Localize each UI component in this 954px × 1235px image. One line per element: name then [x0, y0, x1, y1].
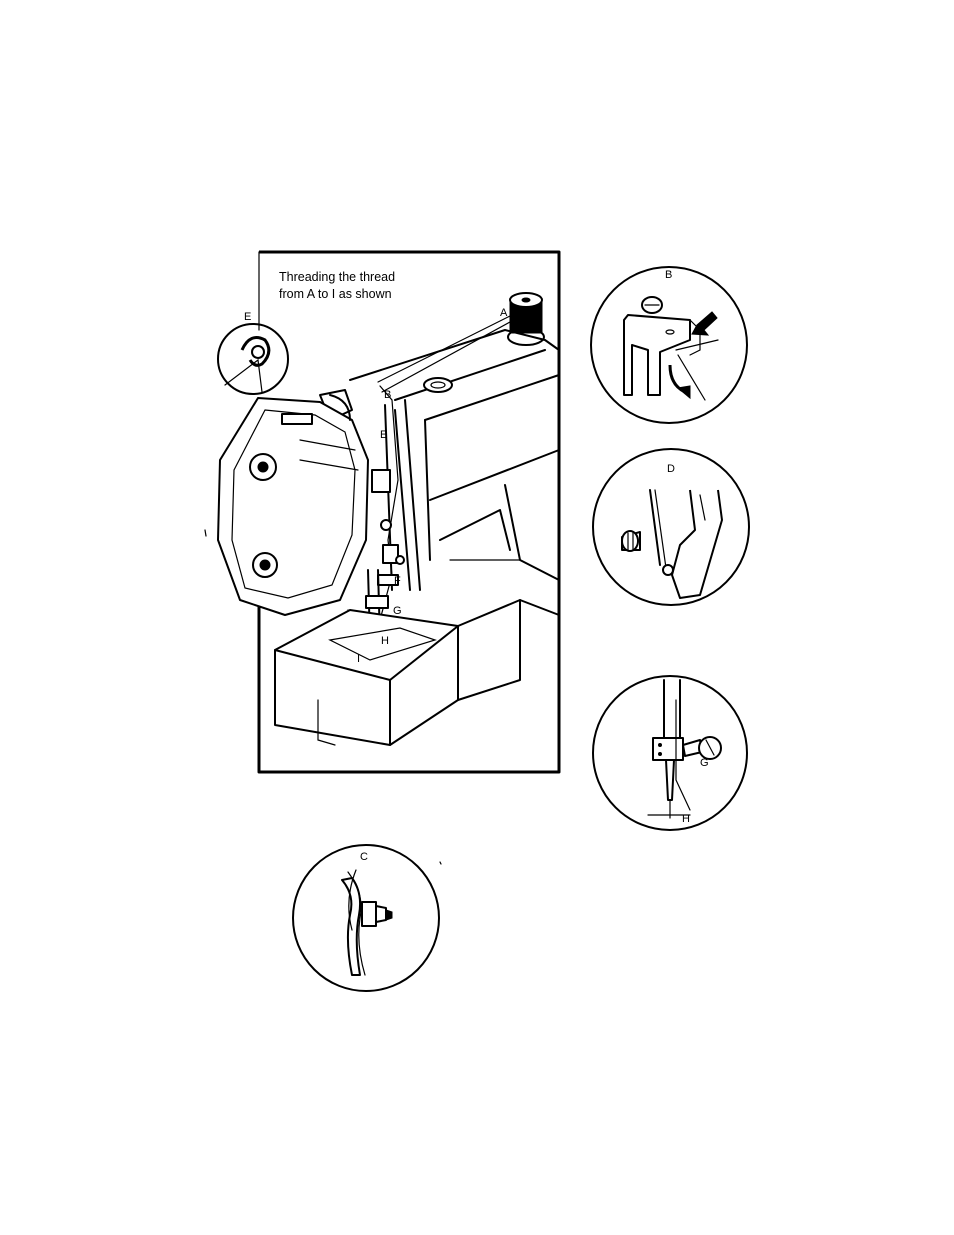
- inset-h-label: H: [682, 813, 690, 825]
- inset-b: B: [591, 267, 747, 423]
- hand-wheel: [218, 390, 368, 615]
- inset-c-label: C: [360, 851, 368, 863]
- label-a: A: [500, 307, 508, 319]
- thread-spool: [508, 293, 544, 345]
- machine-arm: [350, 330, 559, 580]
- label-g: G: [393, 605, 402, 617]
- main-panel: Threading the thread from A to I as show…: [218, 252, 559, 772]
- caption-line-2: from A to I as shown: [279, 287, 392, 301]
- machine-bed: [275, 600, 559, 745]
- label-b: B: [384, 389, 391, 401]
- inset-e: E: [218, 311, 288, 394]
- label-e: E: [380, 429, 387, 441]
- inset-d: D: [593, 449, 749, 605]
- inset-e-label: E: [244, 311, 251, 323]
- label-f: F: [394, 575, 401, 587]
- inset-d-label: D: [667, 463, 675, 475]
- inset-b-label: B: [665, 269, 672, 281]
- label-h: H: [381, 635, 389, 647]
- inset-g-label: G: [700, 757, 709, 769]
- label-i: I: [357, 653, 360, 665]
- inset-gh: G H: [593, 676, 747, 830]
- inset-c: C: [293, 845, 439, 991]
- caption-line-1: Threading the thread: [279, 270, 395, 284]
